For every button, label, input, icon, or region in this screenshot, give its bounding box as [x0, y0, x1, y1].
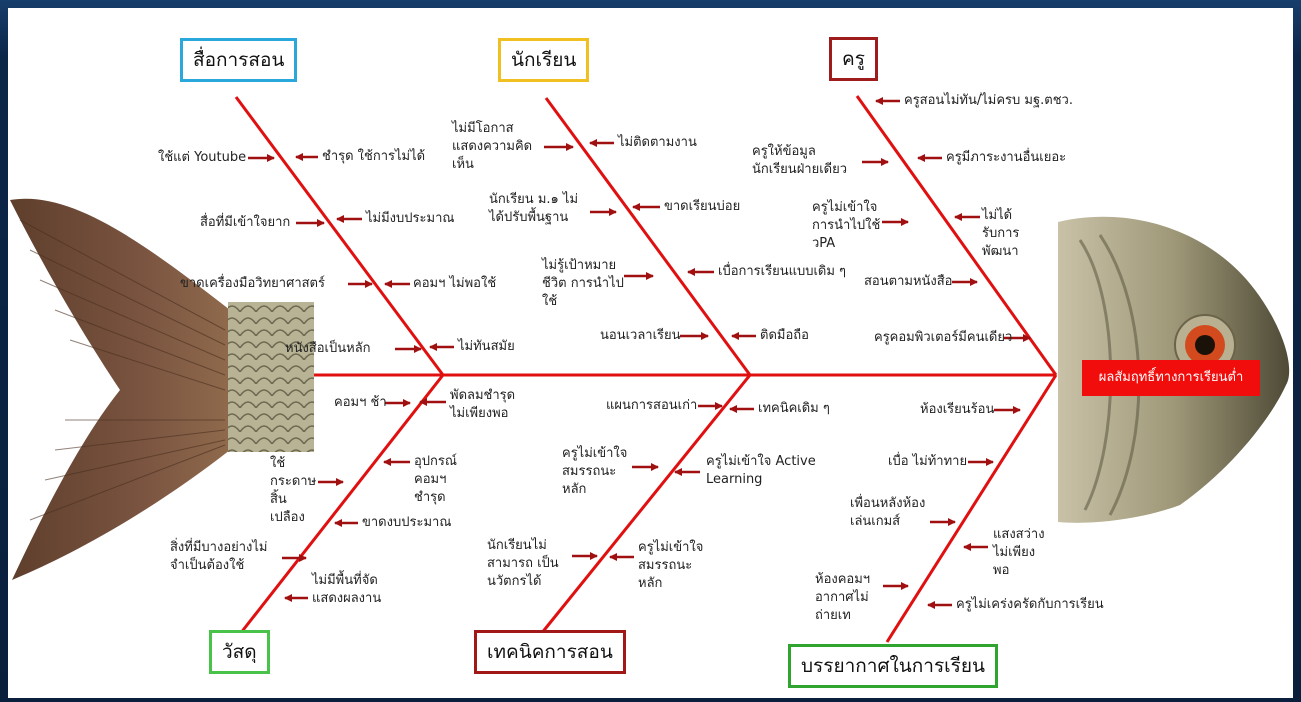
cause-label: อุปกรณ์คอมฯ ชำรุด — [414, 454, 457, 505]
bone-material — [238, 374, 445, 635]
cause-label: ไม่รู้เป้าหมายชีวิต การนำไปใช้ — [542, 258, 624, 309]
cause-label: ครูไม่เข้าใจ สมรรถนะหลัก — [638, 540, 704, 591]
cause-label: ครูไม่เคร่งครัดกับการเรียน — [956, 597, 1104, 612]
cause-label: เบื่อ ไม่ท้าทาย — [888, 454, 968, 469]
bone-student — [544, 97, 752, 376]
cause-label: พัดลมชำรุด ไม่เพียงพอ — [450, 388, 516, 421]
cause-label: หนังสือเป็นหลัก — [285, 341, 371, 356]
cause-label: สื่อที่มีเข้าใจยาก — [200, 215, 291, 230]
bone-teacher — [855, 95, 1058, 376]
fishbone-lines — [234, 95, 1058, 643]
cause-label: ครูมีภาระงานอื่นเยอะ — [946, 150, 1067, 165]
category-technique: เทคนิคการสอน — [474, 630, 626, 674]
cause-label: คอมฯ ช้า — [334, 395, 387, 410]
cause-label: ขาดงบประมาณ — [362, 515, 452, 530]
cause-label: ครูสอนไม่ทัน/ไม่ครบ มฐ.ตชว. — [904, 93, 1073, 108]
cause-label: ห้องเรียนร้อน — [920, 402, 995, 417]
category-environment: บรรยากาศในการเรียน — [788, 644, 998, 688]
cause-label: เทคนิคเดิม ๆ — [758, 401, 830, 416]
cause-label: สิ่งที่มีบางอย่างไม่จำเป็นต้องใช้ — [170, 540, 268, 573]
cause-label: แสงสว่าง ไม่เพียงพอ — [993, 527, 1045, 578]
cause-label: ชำรุด ใช้การไม่ได้ — [322, 149, 426, 164]
cause-label: แผนการสอนเก่า — [606, 398, 698, 413]
category-material: วัสดุ — [209, 630, 270, 674]
cause-label: ใช้แต่ Youtube — [158, 150, 247, 165]
category-media: สื่อการสอน — [180, 38, 298, 82]
cause-label: เพื่อนหลังห้อง เล่นเกมส์ — [850, 496, 926, 529]
cause-arrows — [248, 97, 1031, 609]
cause-label: ไม่ติดตามงาน — [618, 135, 697, 150]
cause-label: ไม่ทันสมัย — [458, 339, 515, 354]
cause-label: ครูไม่เข้าใจ Active Learning — [706, 454, 816, 487]
cause-label: ครูไม่เข้าใจการนำไปใช้ วPA — [812, 200, 881, 251]
cause-label: นักเรียน ม.๑ ไม่ได้ปรับพื้นฐาน — [489, 192, 579, 225]
fish-tail-image — [10, 198, 314, 580]
cause-label: ไม่ได้รับการพัฒนา — [982, 208, 1020, 259]
cause-label: ห้องคอมฯ อากาศไม่ถ่ายเท — [815, 572, 871, 623]
cause-label: สอนตามหนังสือ — [864, 274, 953, 289]
cause-label: ขาดเครื่องมือวิทยาศาสตร์ — [180, 276, 325, 291]
category-student: นักเรียน — [498, 38, 590, 82]
cause-label: นักเรียนไม่สามารถ เป็นนวัตกรได้ — [487, 538, 559, 589]
effect-label: ผลสัมฤทธิ์ทางการเรียนต่ำ — [1082, 360, 1260, 396]
category-teacher: ครู — [829, 37, 878, 81]
cause-label: ครูไม่เข้าใจ สมรรถนะหลัก — [562, 446, 628, 497]
cause-label: ติดมือถือ — [760, 328, 809, 343]
cause-label: ขาดเรียนบ่อย — [664, 199, 741, 214]
cause-label: ไม่มีพื้นที่จัดแสดงผลงาน — [312, 573, 382, 606]
cause-label: คอมฯ ไม่พอใช้ — [413, 276, 497, 291]
cause-label: ใช้กระดาษ สิ้นเปลือง — [270, 456, 317, 525]
cause-label: ไม่มีงบประมาณ — [366, 211, 455, 226]
cause-label: ครูคอมพิวเตอร์มีคนเดียว — [874, 330, 1013, 345]
bone-technique — [539, 374, 752, 635]
cause-label: ไม่มีโอกาสแสดงความคิดเห็น — [452, 121, 533, 172]
bone-media — [234, 96, 445, 376]
cause-label: ครูให้ข้อมูลนักเรียนฝ่ายเดียว — [752, 144, 848, 177]
cause-label: เบื่อการเรียนแบบเดิม ๆ — [718, 264, 847, 279]
cause-label: นอนเวลาเรียน — [600, 328, 681, 343]
bone-environment — [885, 374, 1058, 643]
